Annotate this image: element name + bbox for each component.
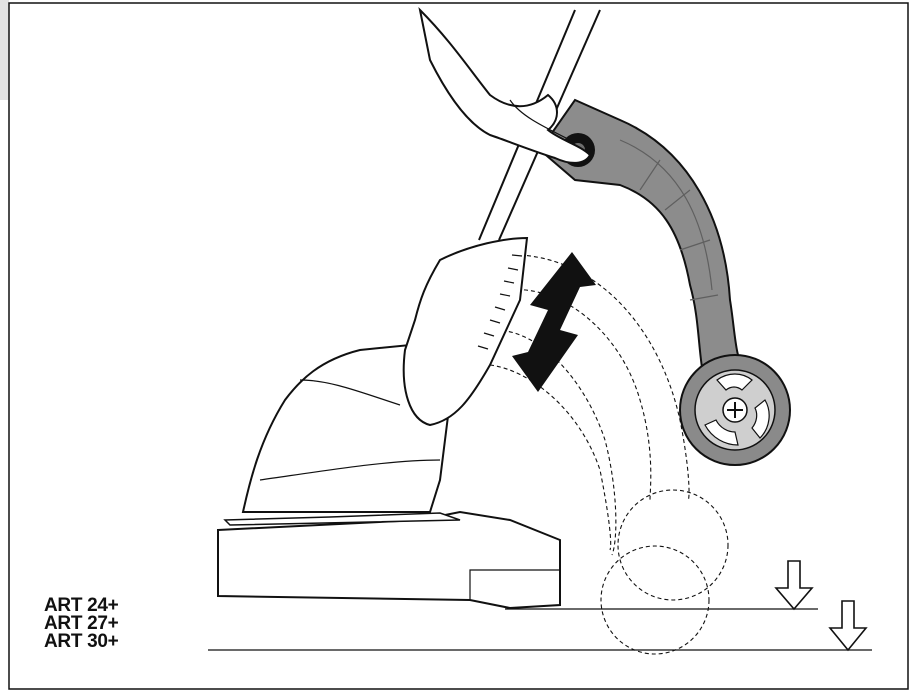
down-arrow-icon xyxy=(828,600,868,652)
model-label-list: ART 24+ ART 27+ ART 30+ xyxy=(44,595,119,652)
mower-body xyxy=(217,343,561,610)
wheel-icon xyxy=(679,354,791,466)
page-corner-tab xyxy=(0,0,9,100)
wheel-position-outlines xyxy=(489,254,729,655)
double-arrow-icon xyxy=(512,252,596,392)
down-arrow-icon xyxy=(774,560,814,611)
hand-icon xyxy=(418,6,592,164)
diagram-frame xyxy=(8,2,909,690)
model-label-art-24: ART 24+ xyxy=(44,595,119,616)
model-label-art-27: ART 27+ xyxy=(44,613,119,634)
model-label-art-30: ART 30+ xyxy=(44,631,119,652)
height-adjust-sleeve xyxy=(402,236,529,427)
